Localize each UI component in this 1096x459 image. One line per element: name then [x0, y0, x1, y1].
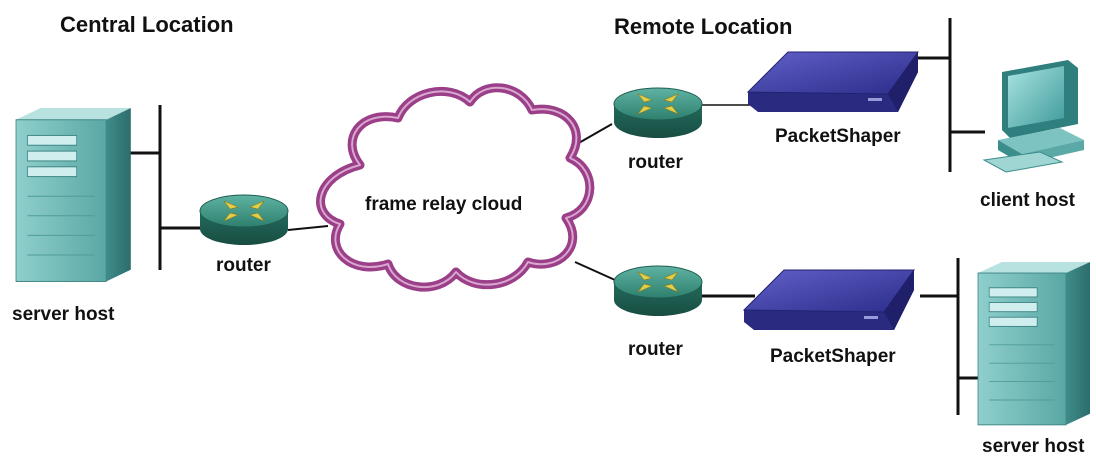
central-router-label: router: [216, 255, 272, 276]
central-server-label: server host: [12, 304, 115, 325]
central-router-icon: [199, 194, 289, 246]
remote-server-label: server host: [982, 436, 1085, 457]
link-router-cloud: [287, 225, 329, 231]
client-host-icon: [982, 60, 1084, 173]
cloud-label: frame relay cloud: [365, 194, 522, 215]
link-cloud-router-bottom: [574, 261, 616, 281]
central-location-title: Central Location: [60, 12, 234, 37]
central-server-host-icon: [15, 107, 132, 282]
remote-bottom-router-label: router: [628, 339, 684, 360]
remote-top-packetshaper-label: PacketShaper: [775, 126, 901, 147]
client-host-label: client host: [980, 190, 1076, 211]
remote-bottom-router-icon: [613, 265, 703, 317]
remote-top-router-label: router: [628, 152, 684, 173]
remote-top-router-icon: [613, 87, 703, 139]
remote-bottom-packetshaper-icon: [743, 269, 915, 331]
network-links: [126, 18, 985, 415]
remote-location-title: Remote Location: [614, 14, 792, 39]
remote-bottom-packetshaper-label: PacketShaper: [770, 346, 896, 367]
remote-server-host-icon: [977, 261, 1091, 426]
frame-relay-cloud-icon: [316, 83, 595, 292]
remote-top-packetshaper-icon: [747, 51, 919, 113]
